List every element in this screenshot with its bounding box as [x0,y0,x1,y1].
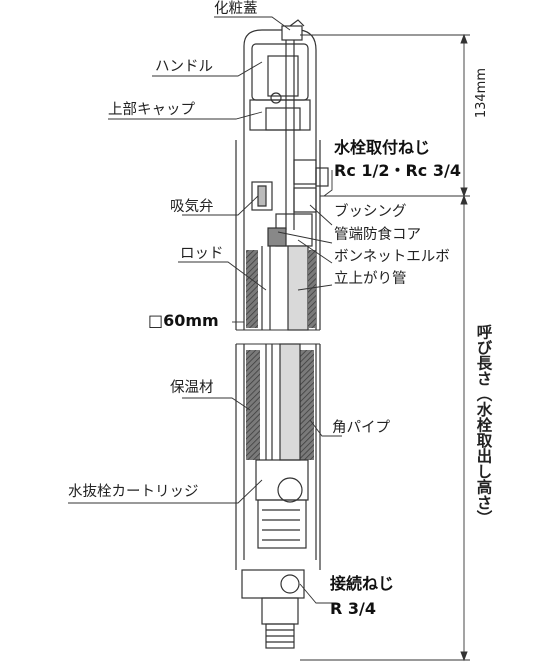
label-insulation: 保温材 [170,380,214,396]
label-faucet-thread-spec: Rc 1/2・Rc 3/4 [334,161,461,180]
bushing [293,187,317,213]
label-bushing: ブッシング [334,204,407,220]
upper-cap-inner [265,107,301,131]
label-upper-cap: 上部キャップ [108,102,195,118]
lower-section [235,343,321,649]
connection-stub [261,597,299,625]
label-connection-thread-spec: R 3/4 [330,599,376,618]
dimension-134mm: 134mm [474,68,489,119]
label-drain-cartridge: 水抜栓カートリッジ [68,484,199,500]
air-valve [251,181,273,211]
label-bonnet-elbow: ボンネットエルボ [334,249,450,265]
label-handle: ハンドル [155,59,213,75]
label-riser-pipe: 立上がり管 [334,271,407,287]
base-plug [280,574,300,594]
handle-inner [267,55,299,97]
label-cosmetic-cover: 化粧蓋 [214,1,258,17]
label-square-pipe: 角パイプ [332,420,390,436]
dimension-lines [300,33,470,662]
outlet-nozzle [315,167,329,187]
handle-screw [270,92,282,104]
dimension-nominal-length: 呼び長さ（水栓取出し高さ） [474,324,493,526]
insulation-lower-left [246,350,260,460]
label-rod: ロッド [180,246,224,262]
insulation-upper-left [246,250,258,328]
pipe-end-core [267,227,287,247]
drain-cartridge-body [257,499,307,549]
insulation-upper-right [308,250,316,328]
insulation-lower-right [300,350,314,460]
upper-section [235,19,329,331]
riser-pipe [287,245,309,331]
cosmetic-cover [281,25,303,41]
cover-cap [289,19,305,27]
air-valve-core [257,185,267,207]
outer-housing [243,29,317,330]
drain-cartridge-ball [277,477,303,503]
label-pipe-end-core: 管端防食コア [334,227,421,243]
outlet-body [293,159,317,185]
riser-pipe-lower [279,343,301,461]
drain-cartridge-top [255,459,309,501]
label-connection-thread-title: 接続ねじ [330,574,395,593]
base-fitting [241,569,305,599]
label-faucet-thread-title: 水栓取付ねじ [334,138,431,157]
handle [251,43,309,101]
upper-cap [249,99,311,131]
label-air-valve: 吸気弁 [170,199,214,215]
leader-lines [68,16,342,604]
label-width: □60mm [148,311,219,330]
